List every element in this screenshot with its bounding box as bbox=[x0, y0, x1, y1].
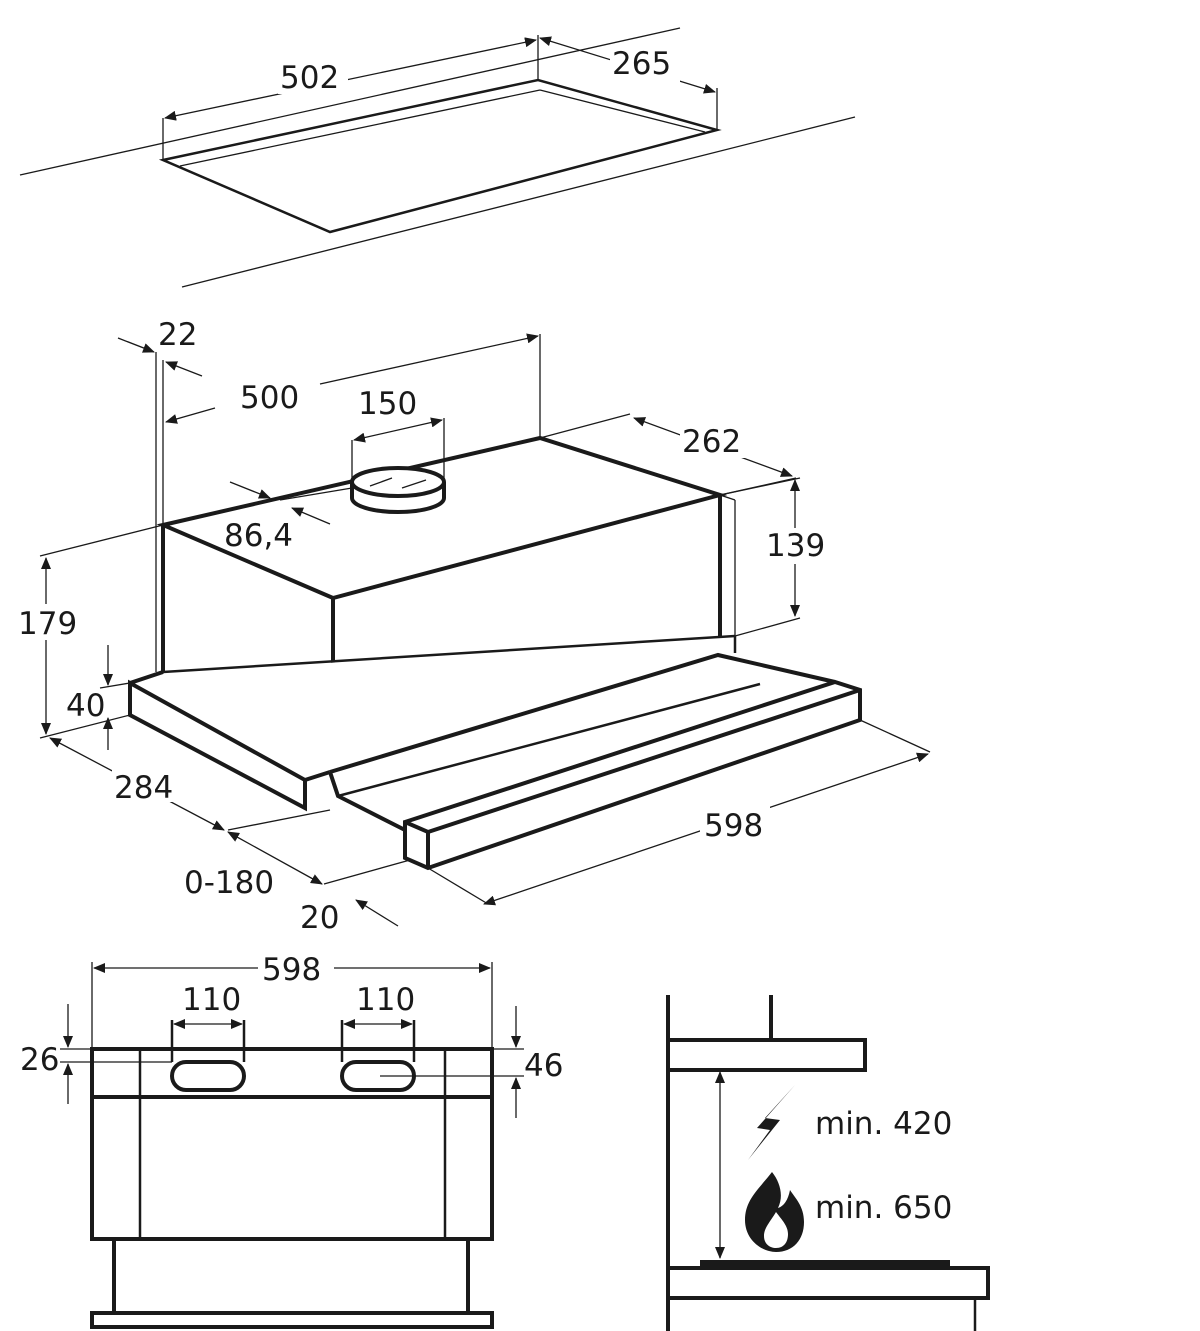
base-plate-top bbox=[130, 640, 740, 780]
cabinet-edge-front bbox=[181, 116, 856, 288]
front-view: 598 110 110 26 46 bbox=[20, 950, 563, 1329]
dim-width-iso: 598 bbox=[704, 808, 763, 844]
slide-mid-line bbox=[337, 682, 761, 798]
front-handle bbox=[90, 1311, 494, 1329]
ext-line-86 bbox=[279, 487, 353, 501]
side-view: min. 420 min. 650 bbox=[666, 995, 990, 1331]
dim-cutout-depth: 265 bbox=[612, 46, 671, 82]
dim-duct-offset: 500 bbox=[240, 380, 299, 416]
cutout-opening bbox=[158, 78, 722, 234]
handle-edges bbox=[404, 688, 861, 868]
ext-line-179-bottom bbox=[39, 714, 131, 739]
front-body bbox=[90, 1095, 494, 1241]
dim-outlet-left: 110 bbox=[182, 982, 241, 1018]
front-panel-top bbox=[90, 1047, 494, 1099]
ext-line-40-top bbox=[99, 682, 131, 689]
dim-height-total: 179 bbox=[18, 606, 77, 642]
ext-line-0-180 bbox=[323, 859, 411, 885]
dim-arrow-22-b bbox=[165, 361, 203, 377]
electric-clearance: min. 420 bbox=[815, 1106, 952, 1142]
cutout-view: 502 265 bbox=[19, 27, 856, 288]
ext-line-139-top bbox=[719, 477, 801, 496]
front-slide bbox=[112, 1237, 470, 1315]
flame-icon bbox=[745, 1172, 804, 1252]
outlet-top bbox=[350, 466, 446, 498]
dim-arrow-86-b bbox=[291, 507, 331, 525]
dim-line-500-b bbox=[319, 333, 539, 385]
dim-offset-left: 26 bbox=[20, 1042, 59, 1078]
dim-outlet-diameter: 150 bbox=[358, 386, 417, 422]
dim-arrow-20 bbox=[355, 899, 399, 927]
gas-clearance: min. 650 bbox=[815, 1190, 952, 1226]
hood-top-face bbox=[163, 438, 720, 598]
hood-iso-view: 22 500 150 262 86,4 139 179 bbox=[18, 317, 931, 936]
ext-line-262-a bbox=[539, 413, 631, 439]
hood-rear-edge bbox=[719, 494, 736, 501]
ext-line-284 bbox=[227, 809, 331, 831]
side-hob-top bbox=[700, 1260, 950, 1268]
ext-line-179-top bbox=[39, 524, 164, 557]
dim-cutout-width: 502 bbox=[280, 60, 339, 96]
dim-front-offset: 20 bbox=[300, 900, 339, 936]
dim-front-width: 598 bbox=[262, 952, 321, 988]
base-plate-rear bbox=[162, 634, 736, 674]
side-hob bbox=[666, 1266, 990, 1300]
dim-arrow-86-a bbox=[229, 481, 271, 499]
dim-front-panel-height: 40 bbox=[66, 688, 105, 724]
dim-outlet-offset: 86,4 bbox=[224, 518, 293, 554]
dim-offset-top: 22 bbox=[158, 317, 197, 353]
ext-line-139-bottom bbox=[734, 617, 801, 637]
dim-extension: 0-180 bbox=[184, 865, 274, 901]
dim-offset-right: 46 bbox=[524, 1048, 563, 1084]
ext-line-598-iso-b bbox=[859, 719, 931, 753]
base-plate-edge bbox=[129, 670, 331, 782]
outlet-slot-left bbox=[170, 1060, 246, 1092]
dim-height-rear: 139 bbox=[766, 528, 825, 564]
dim-depth-bottom: 284 bbox=[114, 770, 173, 806]
dim-arrow-22-a bbox=[117, 337, 155, 353]
cutout-inner-rim-2 bbox=[539, 89, 706, 133]
dim-outlet-right: 110 bbox=[356, 982, 415, 1018]
dim-line-500-a bbox=[165, 407, 216, 424]
dim-depth-top: 262 bbox=[682, 424, 741, 460]
side-hood-profile bbox=[666, 1038, 867, 1072]
dim-line-150 bbox=[353, 417, 443, 443]
slide-top-face bbox=[330, 655, 835, 820]
outlet-flap bbox=[369, 477, 427, 489]
ext-line-598-iso-a bbox=[427, 867, 489, 905]
dim-line-0-180 bbox=[227, 831, 323, 885]
dim-line-cutout-width bbox=[164, 37, 537, 121]
lightning-icon bbox=[748, 1085, 795, 1160]
